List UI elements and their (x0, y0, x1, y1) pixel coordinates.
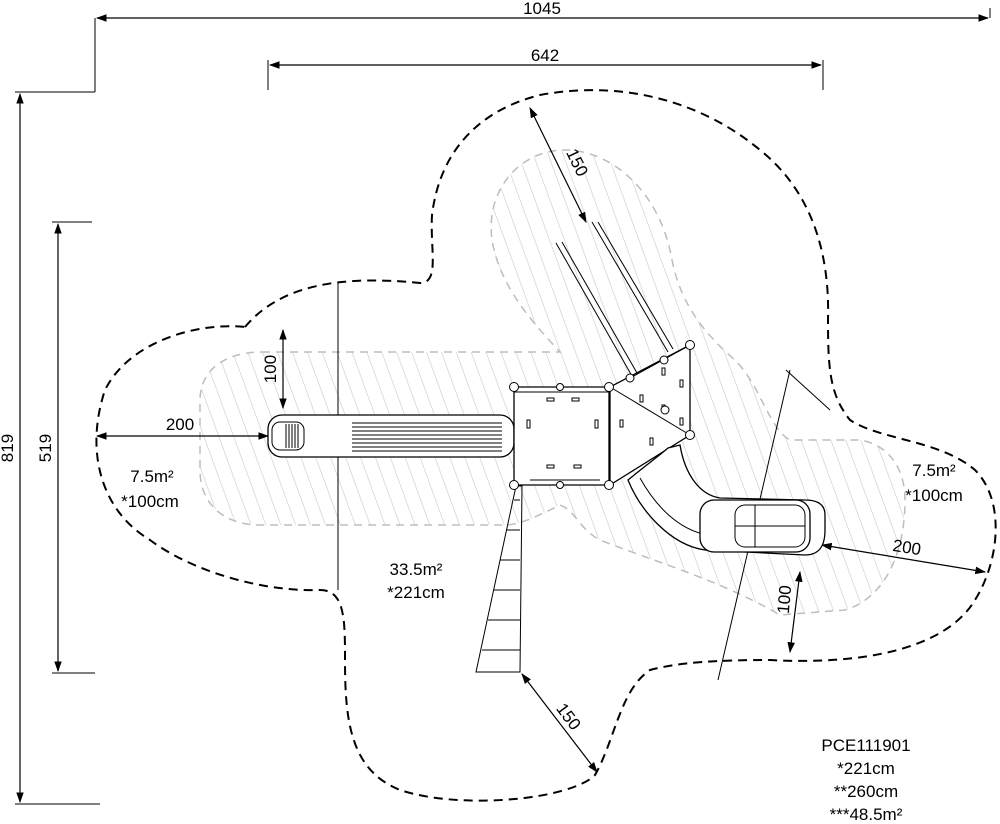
dim-line-bottom-slide (521, 673, 598, 773)
left-zone-height: *100cm (121, 492, 179, 511)
label-right-depth: 100 (774, 585, 795, 615)
bottom-ladder (475, 485, 523, 673)
outer-safety-boundary (95, 89, 997, 802)
label-left-length: 200 (166, 415, 194, 434)
left-tunnel (267, 414, 515, 458)
zone-labels: 7.5m² *100cm 33.5m² *221cm 7.5m² *100cm (121, 461, 963, 602)
dim-line-right-length (820, 542, 987, 575)
post-nodes (509, 340, 695, 490)
center-zone-area: 33.5m² (390, 560, 443, 579)
left-tunnel-slats (352, 422, 502, 452)
label-overall-width: 1045 (523, 0, 561, 18)
label-left-depth: 100 (261, 355, 280, 383)
right-curved-slide (627, 444, 826, 556)
label-structure-width: 642 (531, 46, 559, 65)
product-free-height: *221cm (837, 759, 895, 778)
center-zone-height: *221cm (387, 583, 445, 602)
dim-line-top-slide (529, 107, 587, 223)
label-overall-height: 819 (0, 434, 17, 462)
right-zone-area: 7.5m² (912, 461, 956, 480)
product-total-height: **260cm (834, 782, 898, 801)
product-info: PCE111901 *221cm **260cm ***48.5m² (821, 736, 910, 824)
right-zone-height: *100cm (905, 486, 963, 505)
main-platform (513, 386, 610, 486)
label-bottom-slide: 150 (552, 700, 584, 734)
left-tunnel-end (271, 421, 305, 451)
left-zone-area: 7.5m² (130, 467, 174, 486)
product-code: PCE111901 (821, 736, 910, 755)
top-slide-rails (555, 221, 674, 377)
dim-line-right-depth (787, 570, 803, 654)
platform-slots (526, 397, 599, 469)
dimension-labels: 1045 642 819 519 150 150 100 200 200 100 (0, 0, 922, 734)
product-total-area: ***48.5m² (830, 805, 903, 824)
dimension-lines (16, 14, 990, 804)
label-inner-height: 519 (36, 434, 55, 462)
outer-boundary-shape (95, 89, 997, 802)
label-right-length: 200 (891, 536, 922, 559)
